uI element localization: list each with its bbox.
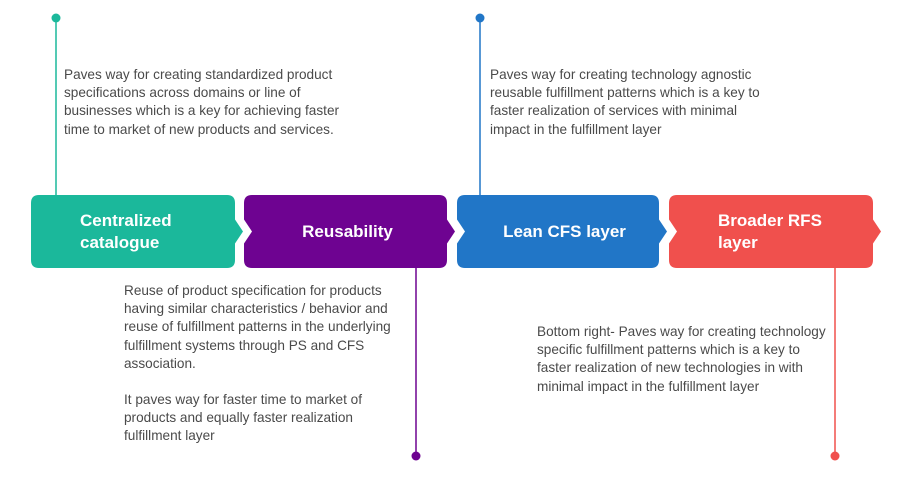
stage-box-lean-cfs-layer [457,195,667,268]
stage-label-line: layer [718,233,758,252]
stage-label-line: Centralized [80,211,172,230]
stage-label-line: catalogue [80,233,160,252]
description-text: It paves way for faster time to market o… [124,392,362,444]
stage-label-lean-cfs-layer: Lean CFS layer [457,205,672,259]
connector-dot-centralized-catalogue [51,13,61,23]
description-broader-rfs-layer: Bottom right- Paves way for creating tec… [537,323,837,396]
stage-label-line: Broader RFS [718,211,822,230]
stage-label-reusability: Reusability [244,205,447,259]
description-text: Reuse of product specification for produ… [124,283,391,371]
connector-dot-reusability [411,451,421,461]
stage-box-reusability [244,195,455,268]
description-text: Paves way for creating technology agnost… [490,67,760,137]
connector-dot-lean-cfs-layer [475,13,485,23]
description-reusability: Reuse of product specification for produ… [124,282,414,446]
connector-dot-broader-rfs-layer [830,451,840,461]
stage-label-line: Lean CFS layer [503,222,626,241]
stage-box-broader-rfs-layer [669,195,881,268]
stage-label-centralized-catalogue: Centralized catalogue [80,205,230,259]
stage-label-broader-rfs-layer: Broader RFS layer [718,205,868,259]
stage-box-centralized-catalogue [31,195,243,268]
description-text: Paves way for creating standardized prod… [64,67,340,137]
description-centralized-catalogue: Paves way for creating standardized prod… [64,66,349,139]
description-lean-cfs-layer: Paves way for creating technology agnost… [490,66,760,139]
description-text: Bottom right- Paves way for creating tec… [537,324,826,394]
stage-label-line: Reusability [302,222,393,241]
